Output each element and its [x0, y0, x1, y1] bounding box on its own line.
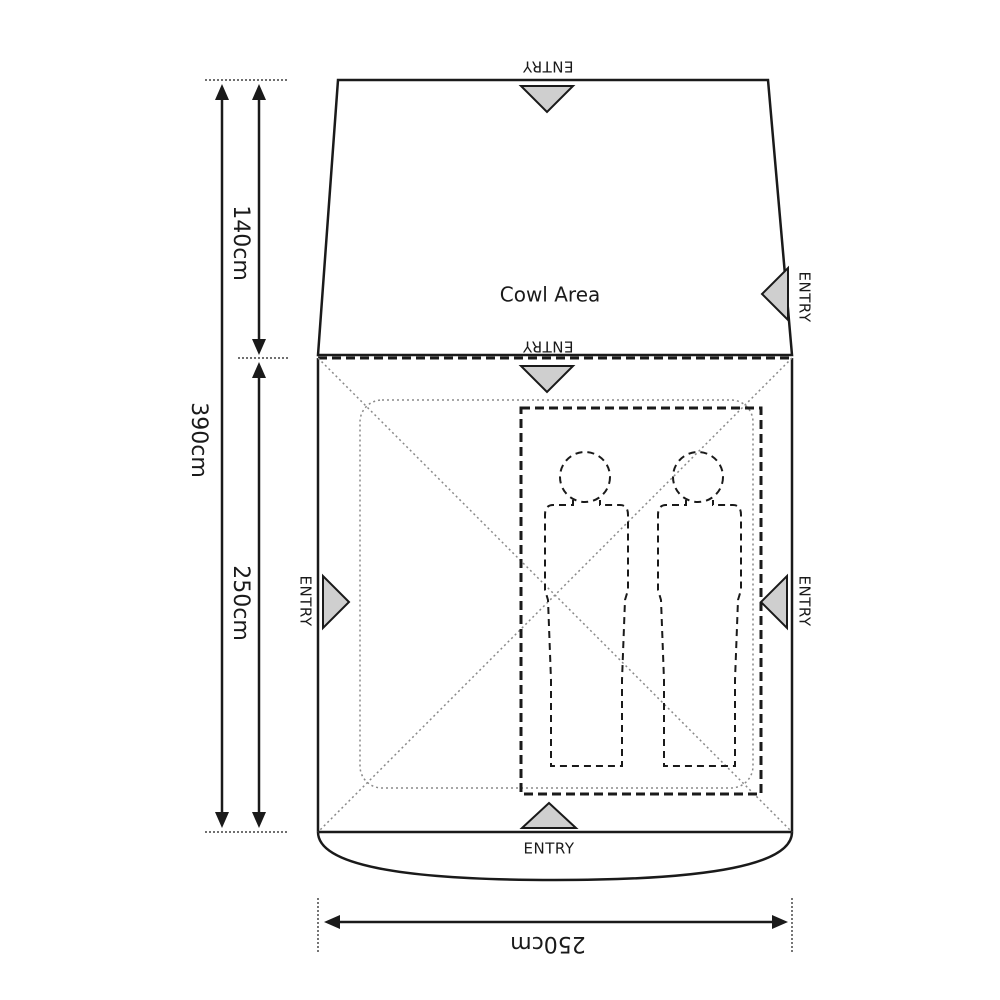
entry-triangle-bottom — [519, 801, 579, 829]
entry-triangle-mid — [518, 365, 576, 394]
dimension-main-length — [252, 362, 266, 828]
bedroom-outline — [519, 406, 763, 796]
sleeper-left-head — [559, 451, 611, 503]
cowl-area-label: Cowl Area — [500, 283, 601, 307]
entry-label-right: ENTRY — [796, 576, 814, 627]
entry-triangle-left — [322, 573, 351, 631]
sleeper-left-body — [544, 500, 629, 767]
groundsheet-outline — [359, 399, 754, 789]
cowl-outline — [316, 78, 794, 357]
entry-triangle-cowl-right — [760, 265, 789, 323]
dim-cowl-arrow-top — [252, 84, 266, 100]
dim-total-arrow-top — [215, 84, 229, 100]
dim-label-cowl: 140cm — [228, 205, 253, 281]
entry-label-bottom: ENTRY — [524, 840, 575, 858]
dimension-width — [324, 915, 788, 929]
entry-triangle-right — [759, 573, 788, 631]
dimension-total-length — [215, 84, 229, 828]
entry-label-left: ENTRY — [297, 576, 315, 627]
dim-cowl-arrow-bottom — [252, 339, 266, 355]
dim-main-arrow-top — [252, 362, 266, 378]
sleeper-right-head — [672, 451, 724, 503]
dim-main-arrow-bottom — [252, 812, 266, 828]
sleeper-figure-left — [544, 451, 629, 767]
sleeper-right-body — [657, 500, 742, 767]
dim-width-arrow-right — [772, 915, 788, 929]
front-awning-curve — [316, 831, 794, 882]
entry-label-top: ENTRY — [522, 58, 573, 76]
dim-label-width: 250cm — [510, 931, 586, 956]
dim-total-arrow-bottom — [215, 812, 229, 828]
entry-label-mid: ENTRY — [522, 338, 573, 356]
entry-label-cowl-right: ENTRY — [796, 272, 814, 323]
dim-label-main: 250cm — [228, 565, 253, 641]
dim-width-arrow-left — [324, 915, 340, 929]
dim-label-total: 390cm — [186, 402, 211, 478]
entry-triangle-top — [518, 85, 576, 114]
diagonal-line-b — [317, 357, 793, 833]
sleeper-figure-right — [657, 451, 742, 767]
dimension-cowl-length — [252, 84, 266, 355]
